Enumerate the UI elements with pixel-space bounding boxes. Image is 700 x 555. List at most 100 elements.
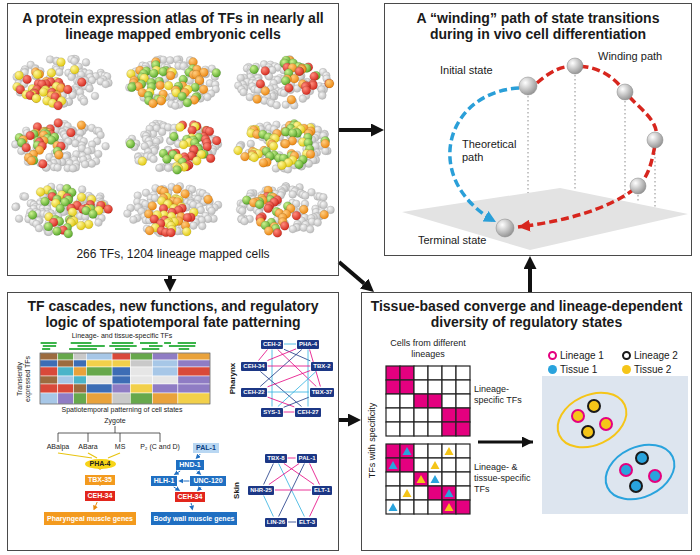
tf-bar xyxy=(164,342,171,344)
cell xyxy=(190,222,198,230)
expressing-cell xyxy=(259,158,268,167)
heatmap-cell xyxy=(112,367,130,376)
tissue-swatch xyxy=(548,365,557,374)
grid-cell xyxy=(456,380,470,394)
projection-line xyxy=(638,195,639,203)
cascade-node: TBX-35 xyxy=(85,475,115,485)
cell xyxy=(319,92,327,100)
grid-cell xyxy=(428,408,442,422)
heatmap-cell xyxy=(58,367,74,376)
expressing-cell xyxy=(138,157,147,166)
expressing-cell xyxy=(47,69,56,78)
panel-title: A protein expression atlas of TFs in nea… xyxy=(16,10,330,42)
node-text: PAL-1 xyxy=(299,455,316,462)
grid-cell xyxy=(400,380,414,394)
cell-state xyxy=(600,418,612,430)
tf-bar xyxy=(42,348,50,350)
node-text: CEH-34 xyxy=(178,493,203,501)
network-link xyxy=(272,350,273,407)
cell xyxy=(102,80,110,88)
label-text: Transiently expressed TFs xyxy=(16,351,32,407)
grid-cell xyxy=(442,444,456,458)
cascade-node: PAL-1 xyxy=(193,443,219,453)
heatmap-cell xyxy=(86,376,112,384)
label-frame: Initial state xyxy=(440,64,493,77)
network-link xyxy=(268,397,295,407)
label-frame: Zygote xyxy=(104,417,125,425)
panel-title: Tissue-based converge and lineage-depend… xyxy=(370,298,683,330)
grid-cell xyxy=(428,380,442,394)
grid-cell xyxy=(428,444,442,458)
node-text: CEH-34 xyxy=(88,492,113,500)
node-text: CEH-22 xyxy=(243,389,264,396)
cell xyxy=(35,224,43,232)
cascade-arrow xyxy=(200,487,202,489)
tissue-triangle xyxy=(389,503,398,511)
tf-node: PHA-4 xyxy=(297,340,319,349)
expressing-cell xyxy=(176,123,185,132)
tissue-triangle xyxy=(445,489,454,497)
cell xyxy=(80,98,88,106)
label-frame: Pharynx xyxy=(228,362,237,394)
network-link xyxy=(284,412,295,413)
grid-cell xyxy=(386,458,400,472)
expressing-cell xyxy=(261,87,270,96)
cell xyxy=(199,222,207,230)
expressing-cell xyxy=(299,205,308,214)
node-text: CEH-27 xyxy=(297,409,318,416)
expressing-cell xyxy=(183,213,192,222)
expressing-cell xyxy=(77,78,86,87)
state-sphere xyxy=(496,219,514,237)
label-frame: Cells from different lineages xyxy=(380,338,476,360)
node-text: Body wall muscle genes xyxy=(154,514,235,523)
heatmap-cell xyxy=(130,360,152,367)
tf-bar xyxy=(149,345,163,347)
cascade-node: PHA-4 xyxy=(85,459,116,469)
grid-cell xyxy=(442,408,456,422)
cell xyxy=(156,164,164,172)
network-link xyxy=(284,397,309,407)
grid-cell xyxy=(456,408,470,422)
grid-cell xyxy=(456,444,470,458)
network-link xyxy=(259,350,268,361)
label-frame: Lineage- & tissue-specific TFs xyxy=(474,462,536,495)
label-frame: Lineage- and tissue-specific TFs xyxy=(72,332,173,340)
grid-cell xyxy=(456,472,470,486)
heatmap-cell xyxy=(152,353,178,360)
expressing-cell xyxy=(149,69,158,78)
grid-cell xyxy=(400,444,414,458)
network-link xyxy=(264,464,274,485)
expressing-cell xyxy=(173,185,182,194)
heatmap-cell xyxy=(178,353,210,360)
grid-cell xyxy=(400,366,414,380)
network-link xyxy=(310,496,320,517)
expressing-cell xyxy=(27,156,36,165)
grid-cell xyxy=(414,380,428,394)
lineage-tree xyxy=(58,426,160,442)
label-frame: Lineage-specific TFs xyxy=(474,384,536,406)
cell xyxy=(241,217,249,225)
projection-line xyxy=(575,75,576,191)
expressing-cell xyxy=(310,72,319,81)
flow-arrow xyxy=(528,269,532,292)
lineage-leader xyxy=(108,453,120,458)
tissue-triangle xyxy=(403,489,412,497)
cell-state xyxy=(636,452,648,464)
grid-cell xyxy=(414,394,428,408)
expressing-cell xyxy=(54,150,63,159)
label-frame: P₂ (C and D) xyxy=(140,443,180,451)
label-text: Skin xyxy=(231,482,240,499)
expressing-cell xyxy=(89,210,98,219)
embryo xyxy=(124,183,222,238)
tissue-triangle xyxy=(431,461,440,469)
cell xyxy=(34,70,42,78)
cell xyxy=(95,150,103,158)
state-space xyxy=(542,376,688,514)
expressing-cell xyxy=(173,166,182,175)
expressing-cell xyxy=(170,132,179,141)
heatmap-cell xyxy=(178,393,210,404)
heatmap-cell xyxy=(74,384,87,393)
cell xyxy=(289,191,297,199)
grid-cell xyxy=(456,486,470,500)
cascade-arrow xyxy=(191,503,193,506)
